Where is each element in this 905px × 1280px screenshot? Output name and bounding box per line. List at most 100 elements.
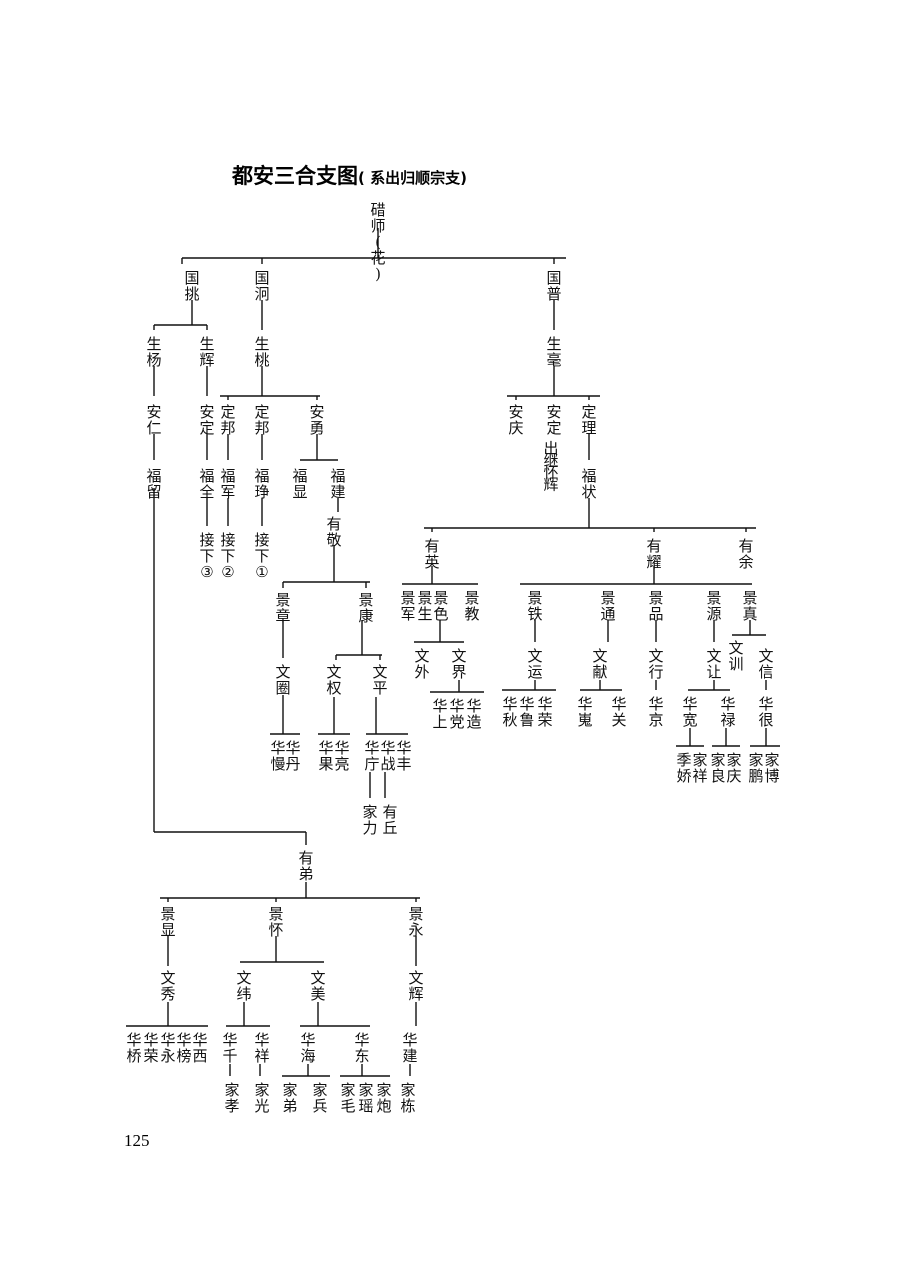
person-ji-jiao: 季娇: [676, 751, 691, 785]
person-fu-zheng: 福琤: [254, 467, 269, 501]
person-jia-yao: 家瑶: [358, 1081, 373, 1115]
person-jia-bo: 家博: [764, 751, 779, 785]
page-number: 125: [124, 1131, 150, 1150]
person-fu-jun: 福军: [220, 467, 235, 501]
person-jia-dong: 家栋: [400, 1081, 415, 1115]
person-wen-xian: 文献: [592, 647, 607, 681]
person-an-ding-b: 安定: [546, 403, 561, 437]
person-hua-bang: 华榜: [176, 1031, 191, 1065]
person-an-yong: 安勇: [309, 403, 324, 437]
person-hua-dang: 华党: [449, 697, 464, 731]
person-wen-wei: 文纬: [236, 969, 251, 1003]
person-hua-rong-a: 华荣: [537, 695, 552, 729]
person-sheng-hui: 生辉: [199, 335, 214, 369]
person-wen-rang: 文让: [706, 647, 721, 681]
person-jing-jun: 景军: [400, 589, 415, 623]
person-wen-xin: 文信: [758, 647, 773, 681]
chart-subtitle: ( 系出归顺宗支): [358, 169, 467, 187]
person-you-jing: 有敬: [326, 515, 341, 549]
person-jia-liang: 家良: [710, 751, 725, 785]
person-jing-huai: 景怀: [268, 905, 283, 939]
person-guo-pu: 国普: [546, 269, 561, 303]
person-sheng-yang: 生杨: [146, 335, 161, 369]
person-jia-bing: 家兵: [312, 1081, 327, 1115]
person-hua-qiao: 华桥: [126, 1031, 141, 1065]
person-hua-liang: 华亮: [334, 739, 349, 773]
person-fu-quan: 福全: [199, 467, 214, 501]
person-an-qing: 安庆: [508, 403, 523, 437]
person-jing-tie: 景铁: [527, 589, 542, 623]
person-jia-mao: 家毛: [340, 1081, 355, 1115]
person-hua-qiu: 华秋: [502, 695, 517, 729]
person-ding-bang-b: 定邦: [254, 403, 269, 437]
person-jia-qing: 家庆: [726, 751, 741, 785]
person-you-qiu: 有丘: [382, 803, 397, 837]
person-hua-kuan: 华宽: [682, 695, 697, 729]
person-hua-lu: 华鲁: [519, 695, 534, 729]
person-jing-pin: 景品: [648, 589, 663, 623]
chart-title: 都安三合支图: [231, 164, 358, 188]
person-hua-dan: 华丹: [285, 739, 300, 773]
person-hua-zao: 华造: [466, 697, 481, 731]
person-you-yao: 有耀: [646, 537, 661, 571]
person-hua-man: 华慢: [270, 739, 285, 773]
person-an-ding-a: 安定: [199, 403, 214, 437]
person-jia-peng: 家鹏: [748, 751, 763, 785]
person-you-ying: 有英: [424, 537, 439, 571]
person-sheng-tao: 生桃: [254, 335, 269, 369]
person-jing-kang: 景康: [358, 591, 373, 625]
person-wen-jie: 文界: [451, 647, 466, 681]
person-jing-yong: 景永: [408, 905, 423, 939]
connector-lines: [126, 228, 780, 1077]
person-fu-xian: 福显: [292, 467, 307, 501]
person-root: 碏师(花): [370, 201, 385, 283]
person-jing-sheng: 景生: [417, 589, 432, 623]
person-sheng-hao: 生毫: [546, 335, 561, 369]
person-wen-ping: 文平: [372, 663, 387, 697]
person-hua-xi: 华西: [192, 1031, 207, 1065]
person-wen-wai: 文外: [414, 647, 429, 681]
person-hua-feng: 华丰: [396, 739, 411, 773]
person-wen-quan: 文圈: [275, 663, 290, 697]
person-hua-dong: 华东: [354, 1031, 369, 1065]
person-hua-yong: 华永: [160, 1031, 175, 1065]
person-jing-yuan: 景源: [706, 589, 721, 623]
person-fu-zhuang: 福状: [581, 467, 596, 501]
person-an-ren: 安仁: [146, 403, 161, 437]
person-hua-jing: 华京: [648, 695, 663, 729]
person-fu-liu: 福留: [146, 467, 161, 501]
person-hua-wei: 华嵬: [577, 695, 592, 729]
person-wen-xun: 文训: [728, 639, 743, 673]
person-hua-guo: 华果: [318, 739, 333, 773]
person-hua-zhan: 华战: [380, 739, 395, 773]
person-jing-tong: 景通: [600, 589, 615, 623]
person-hua-shang: 华上: [432, 697, 447, 731]
person-jing-zhen: 景真: [742, 589, 757, 623]
person-jia-xiang: 家祥: [692, 751, 707, 785]
person-hua-qian: 华千: [222, 1031, 237, 1065]
person-ding-bang-a: 定邦: [220, 403, 235, 437]
person-hua-lu2: 华禄: [720, 695, 735, 729]
person-hua-guan: 华关: [611, 695, 626, 729]
person-wen-xiu: 文秀: [160, 969, 175, 1003]
person-wen-quan2: 文权: [326, 663, 341, 697]
person-wen-xing: 文行: [648, 647, 663, 681]
person-jia-di: 家弟: [282, 1081, 297, 1115]
person-hua-xiang: 华祥: [254, 1031, 269, 1065]
person-wen-hui: 文辉: [408, 969, 423, 1003]
person-wen-yun: 文运: [527, 647, 542, 681]
person-jing-jiao: 景教: [464, 589, 479, 623]
person-hua-ting: 华庁: [364, 739, 379, 773]
person-jing-xian: 景显: [160, 905, 175, 939]
person-jia-li: 家力: [362, 803, 377, 837]
person-adopted-note: 出继怀辉: [543, 439, 558, 493]
person-you-yu: 有余: [738, 537, 753, 571]
person-you-di: 有弟: [298, 849, 313, 883]
person-guo-jiong: 国泂: [254, 269, 269, 303]
person-hua-hen: 华很: [758, 695, 773, 729]
person-jing-se: 景色: [433, 589, 448, 623]
person-jing-zhang: 景章: [275, 591, 290, 625]
